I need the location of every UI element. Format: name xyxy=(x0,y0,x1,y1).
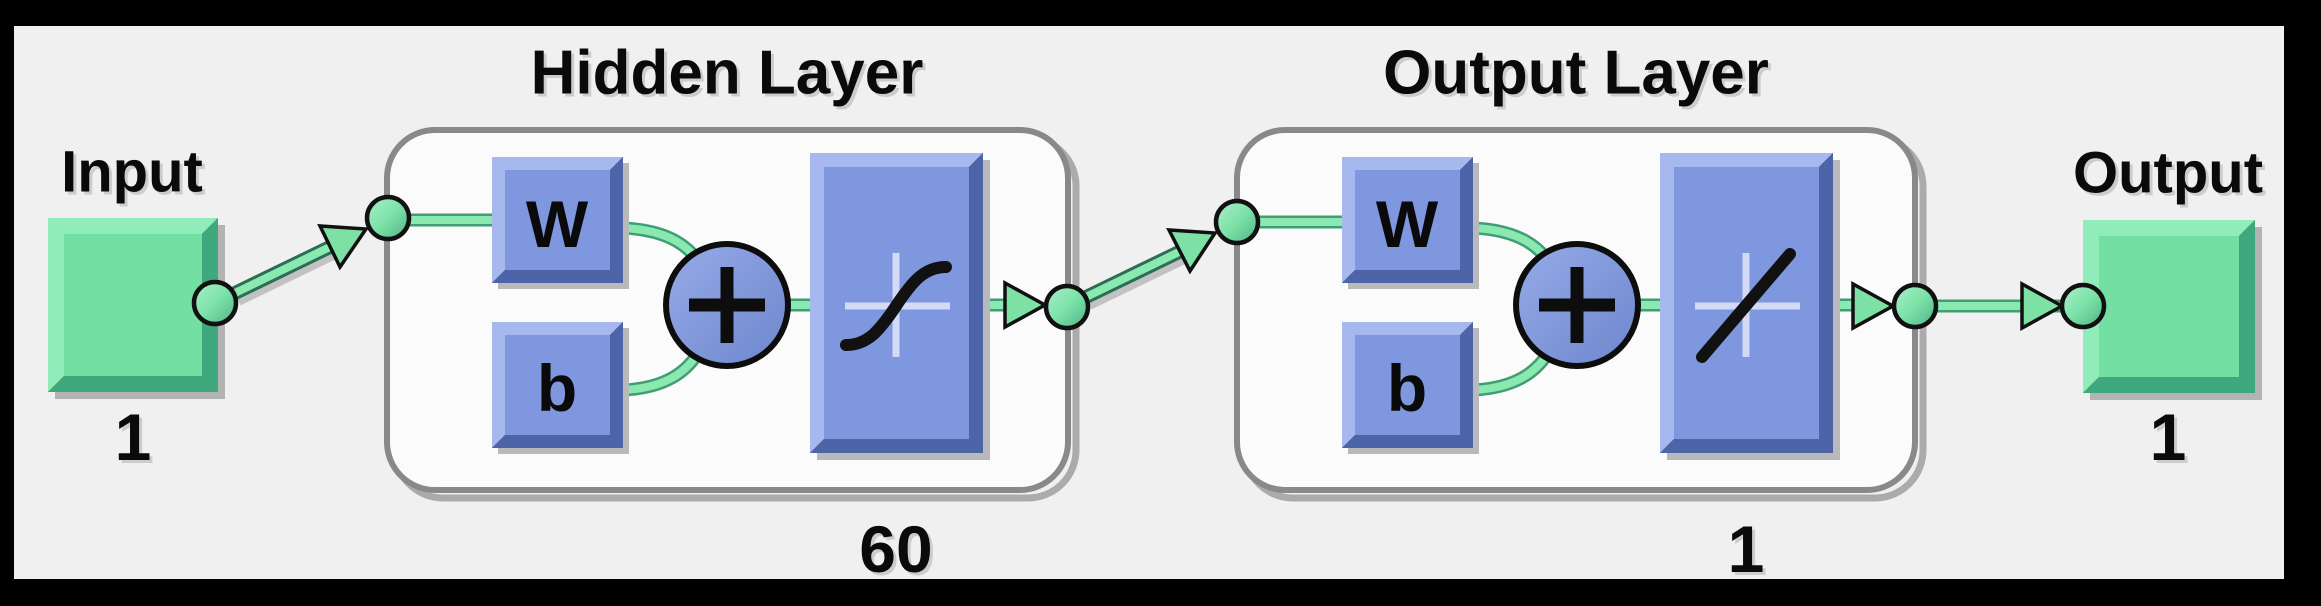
input-arrow-shaft xyxy=(231,241,336,298)
interlayer-arrow-shaft xyxy=(1082,247,1183,302)
hidden-output-port-circle xyxy=(1043,283,1091,331)
plus-icon xyxy=(1539,267,1615,343)
input-arrow-shadow xyxy=(235,245,342,306)
output-bias-face xyxy=(1355,335,1460,435)
hidden-weight-bevel-light xyxy=(492,157,623,283)
input-label: Input xyxy=(61,140,203,205)
hidden-layer-size-label: 60 xyxy=(859,512,932,586)
output-layer-title: Output Layer xyxy=(1383,39,1769,108)
hidden-sum-junction xyxy=(663,241,791,369)
output-label: Output xyxy=(2073,141,2263,206)
hidden-bias-label: b xyxy=(537,351,577,425)
interlayer-arrow-shadow xyxy=(1086,251,1189,310)
output-size-label: 1 xyxy=(2150,400,2187,474)
hidden-bias-bevel-dark xyxy=(492,322,623,448)
output-weight-face xyxy=(1355,170,1460,270)
final-arrowhead-icon xyxy=(2020,281,2066,331)
hidden-bias-block: b xyxy=(492,322,629,454)
output-node xyxy=(2083,220,2262,400)
output-weight-bevel-light xyxy=(1342,157,1473,283)
output-bias-bevel-dark xyxy=(1342,322,1473,448)
output-weight-bevel-dark xyxy=(1342,157,1473,283)
input-size-label: 1 xyxy=(115,400,152,474)
output-node-face xyxy=(2099,236,2239,377)
hidden-activation-block xyxy=(810,153,990,460)
input-arrowhead-icon xyxy=(317,224,370,271)
output-bias-block: b xyxy=(1342,322,1479,454)
hidden-exit-arrowhead-icon xyxy=(1003,280,1049,330)
output-layer-size-label: 1 xyxy=(1728,512,1765,586)
hidden-weight-label: W xyxy=(526,187,589,261)
output-bias-bevel-light xyxy=(1342,322,1473,448)
hidden-input-port-circle xyxy=(364,194,412,242)
linear-line-icon xyxy=(1696,248,1796,363)
output-bias-label: b xyxy=(1387,351,1427,425)
sigmoid-curve-icon xyxy=(840,261,952,351)
hidden-bias-bevel-light xyxy=(492,322,623,448)
output-weight-label: W xyxy=(1376,187,1439,261)
output-input-port-circle xyxy=(1213,198,1261,246)
output-weight-block: W xyxy=(1342,157,1479,289)
plus-icon xyxy=(689,267,765,343)
output-output-port-circle xyxy=(1891,282,1939,330)
hidden-bias-face xyxy=(505,335,610,435)
hidden-weight-face xyxy=(505,170,610,270)
output-activation-block xyxy=(1660,153,1840,460)
output-node-port-circle xyxy=(2059,282,2107,330)
hidden-weight-bevel-dark xyxy=(492,157,623,283)
input-port-circle xyxy=(191,279,239,327)
input-node-face xyxy=(64,234,202,376)
input-node xyxy=(48,218,225,399)
interlayer-arrowhead-icon xyxy=(1166,228,1219,275)
output-exit-arrowhead-icon xyxy=(1851,281,1897,331)
hidden-weight-block: W xyxy=(492,157,629,289)
hidden-layer-title: Hidden Layer xyxy=(531,39,924,108)
output-sum-junction xyxy=(1513,241,1641,369)
